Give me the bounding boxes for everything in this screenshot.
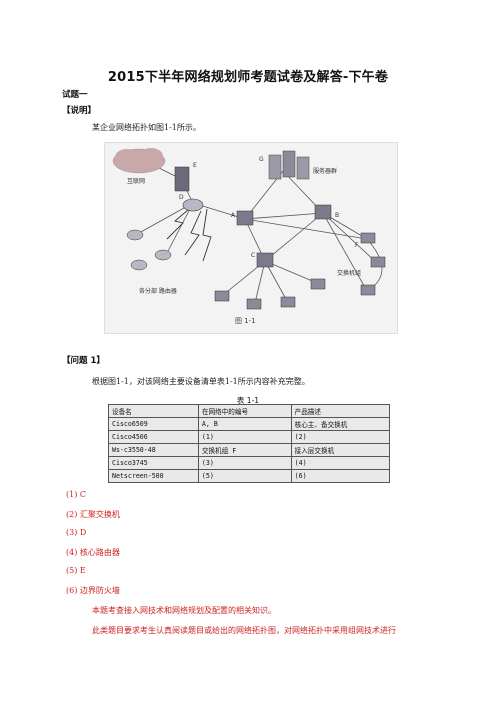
label-branch: 各分部 路由器: [139, 287, 177, 295]
distribution-switch-c-icon: [256, 252, 274, 268]
label-d: D: [179, 194, 184, 201]
table-cell: Cisco6509: [108, 417, 199, 431]
server-group-icon: [268, 150, 310, 180]
label-a: A: [231, 212, 236, 219]
table-cell: 交换机组 F: [197, 443, 292, 457]
explanation-line: 本题考查接入网技术和网络规划及配置的相关知识。: [92, 606, 276, 615]
answer-line: (6) 边界防火墙: [66, 586, 120, 595]
section-heading: 试题一: [62, 90, 88, 100]
table-cell: 接入层交换机: [290, 443, 391, 457]
question-heading: 【问题 1】: [62, 356, 105, 366]
equipment-table: 设备名 在网络中的编号 产品描述 Cisco6509 A, B 核心主、备交换机…: [108, 404, 391, 483]
intro-text: 某企业网络拓扑如图1-1所示。: [92, 123, 201, 132]
table-row: Cisco6509 A, B 核心主、备交换机: [108, 417, 391, 431]
table-title: 表 1-1: [236, 396, 260, 405]
explanation-line: 此类题目要求考生认真阅读题目或给出的网络拓扑图，对网络拓扑中采用组网技术进行: [92, 626, 396, 635]
firewall-icon: [174, 166, 190, 192]
core-router-icon: [182, 198, 204, 212]
table-row: Cisco3745 (3) (4): [108, 456, 391, 470]
answer-line: (2) 汇聚交换机: [66, 510, 120, 519]
label-switch-group: 交换机组: [337, 269, 361, 277]
access-switch-group-icon: [214, 232, 386, 310]
table-cell: Cisco3745: [108, 456, 199, 470]
label-servers: 服务器群: [313, 167, 337, 175]
label-c: C: [251, 252, 255, 259]
core-switch-a-icon: [236, 210, 254, 226]
question-text: 根据图1-1，对该网络主要设备清单表1-1所示内容补充完整。: [92, 377, 310, 386]
table-cell: (6): [290, 469, 391, 483]
table-cell: Cisco4506: [108, 430, 199, 444]
table-cell: (1): [197, 430, 292, 444]
label-g: G: [259, 156, 264, 163]
figure-caption: 图 1-1: [235, 317, 256, 325]
table-cell: (3): [197, 456, 292, 470]
note-heading: 【说明】: [62, 106, 97, 116]
table-cell: (4): [290, 456, 391, 470]
answer-line: (4) 核心路由器: [66, 548, 120, 557]
answer-line: (5) E: [66, 566, 86, 575]
label-e: E: [193, 162, 197, 169]
table-cell: Netscreen-500: [108, 469, 199, 483]
answer-line: (1) C: [66, 490, 86, 499]
table-row: Ws-c3550-48 交换机组 F 接入层交换机: [108, 443, 391, 457]
network-links: [138, 164, 383, 304]
label-b: B: [335, 212, 339, 219]
table-row: Cisco4506 (1) (2): [108, 430, 391, 444]
table-header-cell: 设备名: [108, 404, 199, 418]
table-row: Netscreen-500 (5) (6): [108, 469, 391, 483]
core-switch-b-icon: [314, 204, 332, 220]
table-cell: (5): [197, 469, 292, 483]
internet-cloud-icon: [112, 148, 166, 174]
label-f: F: [355, 242, 359, 249]
network-topology-figure: 互联网 E G 服务器群 D A B C F: [104, 142, 398, 334]
table-cell: 核心主、备交换机: [290, 417, 391, 431]
answer-line: (3) D: [66, 528, 87, 537]
table-cell: Ws-c3550-48: [108, 443, 199, 457]
topology-diagram: 互联网 E G 服务器群 D A B C F: [112, 148, 386, 325]
wan-lightning-links: [166, 208, 212, 262]
table-header-cell: 在网络中的编号: [197, 404, 292, 418]
label-internet: 互联网: [127, 177, 145, 185]
document-title: 2015下半年网络规划师考题试卷及解答-下午卷: [107, 70, 389, 85]
branch-router-icons: [126, 229, 172, 271]
table-cell: (2): [290, 430, 391, 444]
table-header-cell: 产品描述: [290, 404, 391, 418]
table-header-row: 设备名 在网络中的编号 产品描述: [108, 404, 391, 418]
table-cell: A, B: [197, 417, 292, 431]
